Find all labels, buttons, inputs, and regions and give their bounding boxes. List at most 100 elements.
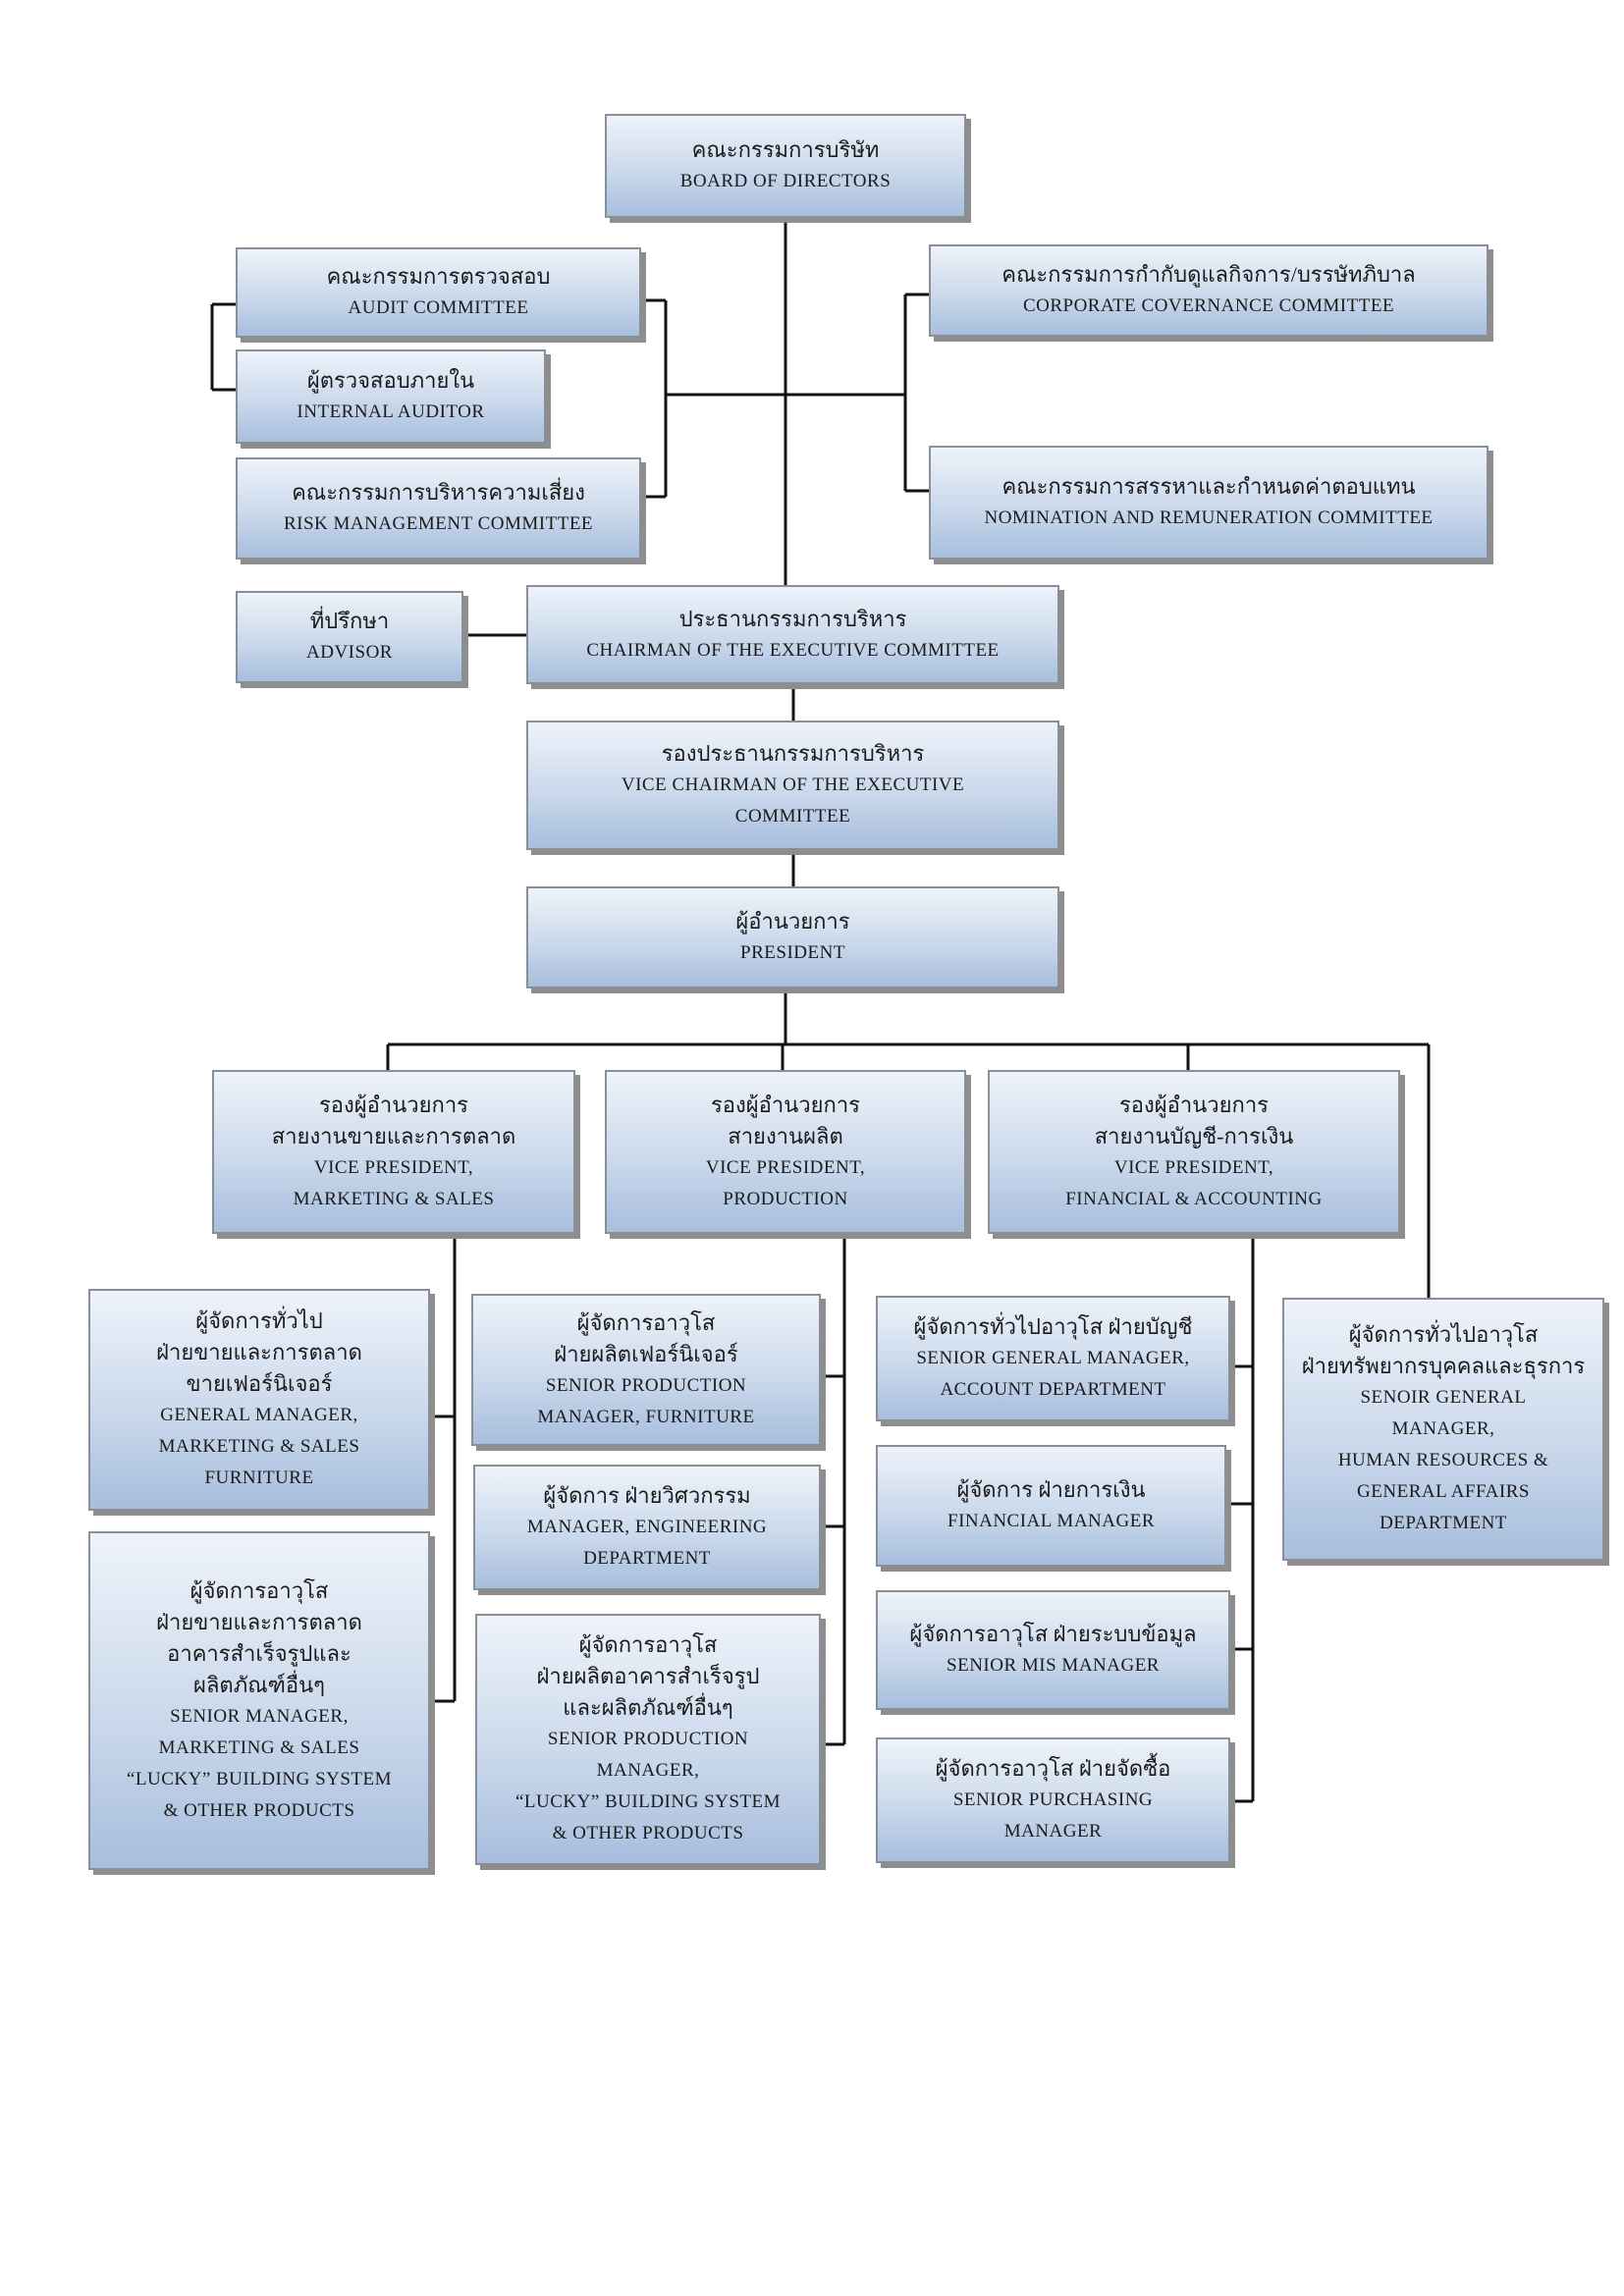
senior-general-manager-hr-box: ผู้จัดการทั่วไปอาวุโส ฝ่ายทรัพยากรบุคคลแ… <box>1282 1298 1604 1561</box>
fin-manager-th-label: ผู้จัดการ ฝ่ายการเงิน <box>956 1477 1146 1502</box>
senior-mis-manager-box: ผู้จัดการอาวุโส ฝ่ายระบบข้อมูล SENIOR MI… <box>876 1590 1230 1710</box>
sgm-hr-th-label-1: ผู้จัดการทั่วไปอาวุโส <box>1348 1322 1539 1347</box>
senior-production-manager-lucky-box: ผู้จัดการอาวุโส ฝ่ายผลิตอาคารสำเร็จรูป แ… <box>475 1614 821 1865</box>
chairman-en-label: CHAIRMAN OF THE EXECUTIVE COMMITTEE <box>586 639 1000 661</box>
sm-lucky-th-label-4: ผลิตภัณฑ์อื่นๆ <box>193 1672 325 1697</box>
engineering-th-label: ผู้จัดการ ฝ่ายวิศวกรรม <box>543 1483 751 1508</box>
gm-marketing-sales-furniture-box: ผู้จัดการทั่วไป ฝ่ายขายและการตลาด ขายเฟอ… <box>88 1289 430 1511</box>
vp-finance-th-label-1: รองผู้อำนวยการ <box>1118 1092 1269 1117</box>
sgm-hr-en-label-1: SENOIR GENERAL <box>1360 1387 1527 1408</box>
sm-marketing-sales-lucky-box: ผู้จัดการอาวุโส ฝ่ายขายและการตลาด อาคารส… <box>88 1531 430 1870</box>
gm-furniture-th-label-2: ฝ่ายขายและการตลาด <box>156 1340 362 1364</box>
risk-en-label: RISK MANAGEMENT COMMITTEE <box>283 513 594 534</box>
mis-manager-en-label: SENIOR MIS MANAGER <box>947 1655 1160 1676</box>
president-en-label: PRESIDENT <box>740 942 845 963</box>
sm-lucky-en-label-2: MARKETING & SALES <box>158 1736 360 1758</box>
senior-general-manager-account-box: ผู้จัดการทั่วไปอาวุโส ฝ่ายบัญชี SENIOR G… <box>876 1296 1230 1421</box>
vp-financial-accounting-box: รองผู้อำนวยการ สายงานบัญชี-การเงิน VICE … <box>988 1070 1400 1234</box>
spm-lucky-en-label-2: MANAGER, <box>596 1760 700 1781</box>
risk-th-label: คณะกรรมการบริหารความเสี่ยง <box>292 480 585 505</box>
audit-th-label: คณะกรรมการตรวจสอบ <box>326 264 551 289</box>
purchasing-th-label: ผู้จัดการอาวุโส ฝ่ายจัดซื้อ <box>935 1756 1171 1781</box>
sm-lucky-th-label-2: ฝ่ายขายและการตลาด <box>156 1609 362 1634</box>
spm-furniture-en-label-2: MANAGER, FURNITURE <box>537 1406 755 1427</box>
sgm-hr-en-label-3: HUMAN RESOURCES & <box>1337 1450 1549 1470</box>
spm-lucky-th-label-2: ฝ่ายผลิตอาคารสำเร็จรูป <box>536 1664 760 1688</box>
president-box: ผู้อำนวยการ PRESIDENT <box>526 886 1059 988</box>
audit-en-label: AUDIT COMMITTEE <box>348 297 529 318</box>
vice-chairman-en-label-2: COMMITTEE <box>734 806 851 827</box>
governance-th-label: คณะกรรมการกำกับดูแลกิจการ/บรรษัทภิบาล <box>1001 262 1416 287</box>
vp-finance-th-label-2: สายงานบัญชี-การเงิน <box>1094 1123 1294 1148</box>
chairman-executive-committee-box: ประธานกรรมการบริหาร CHAIRMAN OF THE EXEC… <box>526 585 1059 684</box>
sgm-hr-en-label-5: DEPARTMENT <box>1380 1513 1507 1533</box>
sm-lucky-th-label-3: อาคารสำเร็จรูปและ <box>167 1640 352 1666</box>
financial-manager-box: ผู้จัดการ ฝ่ายการเงิน FINANCIAL MANAGER <box>876 1445 1226 1567</box>
mis-manager-th-label: ผู้จัดการอาวุโส ฝ่ายระบบข้อมูล <box>909 1622 1197 1646</box>
vice-chairman-en-label-1: VICE CHAIRMAN OF THE EXECUTIVE <box>621 774 965 795</box>
engineering-en-label-2: DEPARTMENT <box>583 1548 711 1569</box>
purchasing-en-label-1: SENIOR PURCHASING <box>952 1789 1154 1810</box>
sgm-account-th-label: ผู้จัดการทั่วไปอาวุโส ฝ่ายบัญชี <box>913 1314 1193 1339</box>
sm-lucky-th-label-1: ผู้จัดการอาวุโส <box>189 1577 329 1603</box>
vp-production-th-label-1: รองผู้อำนวยการ <box>710 1092 860 1117</box>
advisor-th-label: ที่ปรึกษา <box>309 609 390 633</box>
governance-en-label: CORPORATE COVERNANCE COMMITTEE <box>1022 295 1395 316</box>
corporate-governance-committee-box: คณะกรรมการกำกับดูแลกิจการ/บรรษัทภิบาล CO… <box>929 244 1489 337</box>
spm-lucky-en-label-4: & OTHER PRODUCTS <box>552 1823 744 1843</box>
sm-lucky-en-label-3: “LUCKY” BUILDING SYSTEM <box>126 1768 393 1789</box>
chairman-th-label: ประธานกรรมการบริหาร <box>678 606 907 631</box>
nomination-th-label: คณะกรรมการสรรหาและกำหนดค่าตอบแทน <box>1001 474 1416 499</box>
sgm-hr-en-label-2: MANAGER, <box>1391 1418 1495 1439</box>
sm-lucky-en-label-1: SENIOR MANAGER, <box>170 1705 349 1727</box>
sgm-account-en-label-1: SENIOR GENERAL MANAGER, <box>916 1348 1190 1368</box>
risk-management-committee-box: คณะกรรมการบริหารความเสี่ยง RISK MANAGEME… <box>236 457 641 560</box>
spm-lucky-th-label-3: และผลิตภัณฑ์อื่นๆ <box>563 1695 733 1720</box>
board-th-label: คณะกรรมการบริษัท <box>691 137 880 162</box>
board-en-label: BOARD OF DIRECTORS <box>679 171 892 191</box>
senior-production-manager-furniture-box: ผู้จัดการอาวุโส ฝ่ายผลิตเฟอร์นิเจอร์ SEN… <box>471 1294 821 1446</box>
vp-finance-en-label-2: FINANCIAL & ACCOUNTING <box>1065 1188 1323 1209</box>
vp-marketing-th-label-2: สายงานขายและการตลาด <box>271 1123 516 1148</box>
vp-production-box: รองผู้อำนวยการ สายงานผลิต VICE PRESIDENT… <box>605 1070 966 1234</box>
gm-furniture-en-label-1: GENERAL MANAGER, <box>160 1405 358 1425</box>
board-of-directors-box: คณะกรรมการบริษัท BOARD OF DIRECTORS <box>605 114 966 218</box>
purchasing-en-label-2: MANAGER <box>1003 1821 1103 1842</box>
audit-committee-box: คณะกรรมการตรวจสอบ AUDIT COMMITTEE <box>236 247 641 338</box>
senior-purchasing-manager-box: ผู้จัดการอาวุโส ฝ่ายจัดซื้อ SENIOR PURCH… <box>876 1737 1230 1863</box>
vp-marketing-sales-box: รองผู้อำนวยการ สายงานขายและการตลาด VICE … <box>212 1070 575 1234</box>
vice-chairman-th-label: รองประธานกรรมการบริหาร <box>661 741 925 766</box>
sgm-hr-th-label-2: ฝ่ายทรัพยากรบุคคลและธุรการ <box>1301 1354 1586 1378</box>
spm-lucky-th-label-1: ผู้จัดการอาวุโส <box>578 1632 718 1657</box>
vp-finance-en-label-1: VICE PRESIDENT, <box>1113 1156 1274 1178</box>
manager-engineering-box: ผู้จัดการ ฝ่ายวิศวกรรม MANAGER, ENGINEER… <box>473 1465 821 1590</box>
sgm-hr-en-label-4: GENERAL AFFAIRS <box>1357 1481 1530 1502</box>
nomination-remuneration-committee-box: คณะกรรมการสรรหาและกำหนดค่าตอบแทน NOMINAT… <box>929 446 1489 560</box>
internal-auditor-en-label: INTERNAL AUDITOR <box>297 401 485 422</box>
engineering-en-label-1: MANAGER, ENGINEERING <box>526 1517 768 1537</box>
advisor-en-label: ADVISOR <box>306 642 393 663</box>
sgm-account-en-label-2: ACCOUNT DEPARTMENT <box>940 1379 1166 1400</box>
advisor-box: ที่ปรึกษา ADVISOR <box>236 591 463 683</box>
gm-furniture-th-label-3: ขายเฟอร์นิเจอร์ <box>186 1371 333 1396</box>
vp-marketing-th-label-1: รองผู้อำนวยการ <box>318 1092 468 1117</box>
vp-production-en-label-2: PRODUCTION <box>723 1188 848 1209</box>
vp-production-en-label-1: VICE PRESIDENT, <box>705 1156 866 1178</box>
internal-auditor-th-label: ผู้ตรวจสอบภายใน <box>306 368 475 393</box>
gm-furniture-th-label-1: ผู้จัดการทั่วไป <box>195 1308 323 1333</box>
vp-production-th-label-2: สายงานผลิต <box>728 1123 843 1148</box>
nomination-en-label: NOMINATION AND REMUNERATION COMMITTEE <box>984 507 1434 528</box>
spm-lucky-en-label-1: SENIOR PRODUCTION <box>547 1729 749 1749</box>
vice-chairman-executive-committee-box: รองประธานกรรมการบริหาร VICE CHAIRMAN OF … <box>526 721 1059 850</box>
spm-furniture-th-label-2: ฝ่ายผลิตเฟอร์นิเจอร์ <box>554 1341 738 1366</box>
spm-furniture-en-label-1: SENIOR PRODUCTION <box>545 1374 747 1396</box>
vp-marketing-en-label-2: MARKETING & SALES <box>293 1188 495 1209</box>
sm-lucky-en-label-4: & OTHER PRODUCTS <box>163 1799 355 1821</box>
internal-auditor-box: ผู้ตรวจสอบภายใน INTERNAL AUDITOR <box>236 349 546 444</box>
fin-manager-en-label: FINANCIAL MANAGER <box>947 1511 1155 1531</box>
spm-furniture-th-label-1: ผู้จัดการอาวุโส <box>576 1309 716 1335</box>
gm-furniture-en-label-2: MARKETING & SALES <box>158 1436 360 1457</box>
spm-lucky-en-label-3: “LUCKY” BUILDING SYSTEM <box>514 1791 782 1812</box>
